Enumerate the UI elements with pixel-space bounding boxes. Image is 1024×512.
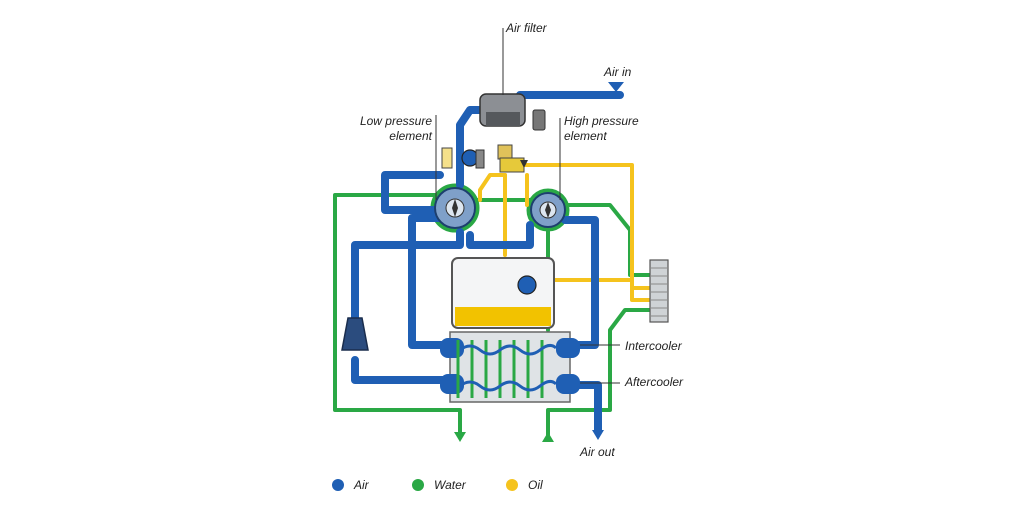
inlet-valve <box>441 144 528 173</box>
legend-oil-label: Oil <box>528 478 543 492</box>
legend-item-oil: Oil <box>506 478 543 492</box>
water-separator <box>341 317 369 351</box>
label-leaders <box>435 28 620 384</box>
air-filter <box>479 93 546 131</box>
air-in-label: Air in <box>604 65 632 79</box>
air-filter-label: Air filter <box>506 21 547 35</box>
legend-oil-dot <box>506 479 518 491</box>
legend-item-air: Air <box>332 478 369 492</box>
air-out-label: Air out <box>580 445 615 459</box>
flow-arrows <box>454 82 624 442</box>
low-pressure-element <box>434 187 476 229</box>
aftercooler-label: Aftercooler <box>625 375 684 389</box>
high-pressure-label: High pressure element <box>564 114 639 144</box>
legend-air-label: Air <box>354 478 369 492</box>
water-circuit <box>333 183 652 432</box>
legend-water-dot <box>412 479 424 491</box>
low-pressure-label-line2: element <box>389 129 432 143</box>
high-pressure-label-line1: High pressure <box>564 114 639 128</box>
high-pressure-element <box>530 192 566 228</box>
low-pressure-label-line1: Low pressure <box>359 114 432 128</box>
oil-cooler <box>649 259 669 323</box>
cooler-block <box>440 331 580 403</box>
low-pressure-label: Low pressure element <box>348 114 432 144</box>
air-in-arrow <box>608 82 624 92</box>
air-out-arrow <box>592 430 604 440</box>
legend-item-water: Water <box>412 478 466 492</box>
high-pressure-label-line2: element <box>564 129 607 143</box>
oil-tank <box>451 257 555 329</box>
legend-water-label: Water <box>434 478 466 492</box>
intercooler-label: Intercooler <box>625 339 682 353</box>
legend-air-dot <box>332 479 344 491</box>
